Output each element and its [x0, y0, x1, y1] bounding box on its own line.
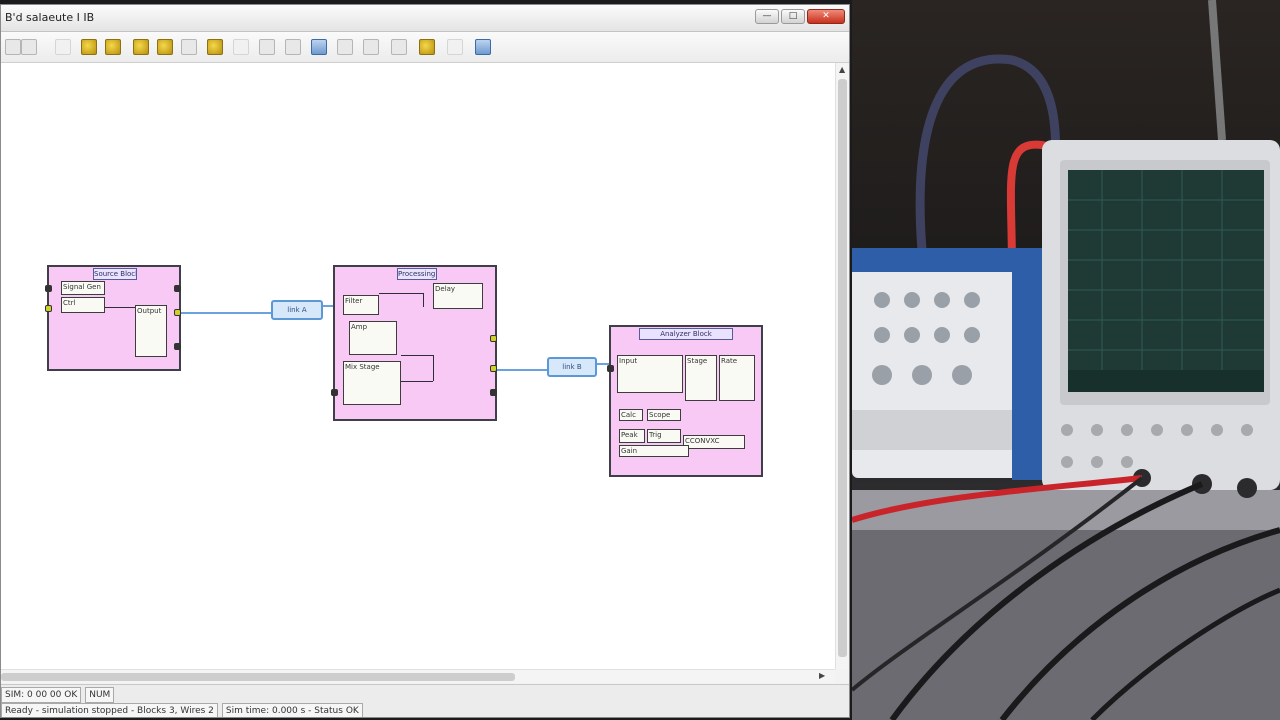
title-bar[interactable]: B'd salaeute I IB — □ ✕: [1, 5, 849, 32]
toolbar: [1, 32, 849, 63]
block-item[interactable]: Signal Gen: [61, 281, 105, 295]
output-port[interactable]: [490, 365, 497, 372]
block-1[interactable]: Source Block Signal Gen Ctrl Output: [45, 265, 181, 371]
horizontal-scrollbar[interactable]: ▶: [1, 669, 835, 683]
input-port[interactable]: [45, 305, 52, 312]
fit-icon[interactable]: [311, 39, 327, 55]
app-window: B'd salaeute I IB — □ ✕ Source Block Sig…: [0, 4, 850, 718]
undo-icon[interactable]: [5, 39, 21, 55]
status-info: Sim time: 0.000 s - Status OK: [221, 703, 363, 717]
output-port[interactable]: [490, 389, 497, 396]
grid-icon[interactable]: [337, 39, 353, 55]
status-row-2: Ready - simulation stopped - Blocks 3, W…: [1, 703, 367, 717]
disabled-icon[interactable]: [447, 39, 463, 55]
status-mode: NUM: [85, 687, 115, 703]
wire-1[interactable]: [181, 312, 273, 314]
vertical-scrollbar[interactable]: ▲: [835, 63, 849, 669]
input-port[interactable]: [607, 365, 614, 372]
help-icon[interactable]: [363, 39, 379, 55]
block-title: Analyzer Block: [639, 328, 733, 340]
window-icon[interactable]: [475, 39, 491, 55]
input-port[interactable]: [331, 389, 338, 396]
block-item[interactable]: Trig: [647, 429, 681, 443]
output-port[interactable]: [174, 285, 181, 292]
internal-wire: [401, 381, 433, 382]
internal-wire: [423, 293, 424, 307]
redo-icon[interactable]: [21, 39, 37, 55]
new-icon[interactable]: [55, 39, 71, 55]
lab-equipment-photo: [852, 0, 1280, 720]
block-item[interactable]: Scope: [647, 409, 681, 421]
block-title: Source Block: [93, 268, 137, 280]
block-item[interactable]: Peak: [619, 429, 645, 443]
settings-icon[interactable]: [391, 39, 407, 55]
block-item[interactable]: Stage: [685, 355, 717, 401]
block-item[interactable]: CCONVXC: [683, 435, 745, 449]
vertical-scroll-thumb[interactable]: [838, 79, 847, 657]
block-item[interactable]: Amp: [349, 321, 397, 355]
internal-wire: [105, 307, 135, 308]
wire-1b[interactable]: [323, 305, 335, 307]
scroll-right-icon[interactable]: ▶: [819, 671, 826, 680]
copy-icon[interactable]: [157, 39, 173, 55]
input-port[interactable]: [45, 285, 52, 292]
maximize-button[interactable]: □: [781, 9, 805, 24]
run-icon[interactable]: [207, 39, 223, 55]
save-icon[interactable]: [105, 39, 121, 55]
block-item[interactable]: Mix Stage: [343, 361, 401, 405]
output-port[interactable]: [174, 309, 181, 316]
wire-2b[interactable]: [597, 363, 611, 365]
block-item[interactable]: Calc: [619, 409, 643, 421]
internal-wire: [379, 293, 423, 294]
gate-1[interactable]: link A: [271, 300, 323, 320]
zoom-out-icon[interactable]: [285, 39, 301, 55]
close-button[interactable]: ✕: [807, 9, 845, 24]
block-item[interactable]: Delay: [433, 283, 483, 309]
block-item[interactable]: Rate: [719, 355, 755, 401]
block-item[interactable]: Ctrl: [61, 297, 105, 313]
minimize-button[interactable]: —: [755, 9, 779, 24]
gate-2[interactable]: link B: [547, 357, 597, 377]
block-2[interactable]: Processing Block Filter Amp Mix Stage De…: [331, 265, 497, 421]
diagram-canvas[interactable]: Source Block Signal Gen Ctrl Output link…: [1, 63, 835, 669]
block-3[interactable]: Analyzer Block Input Stage Rate Calc Sco…: [607, 325, 763, 477]
oscilloscope-illustration: [852, 0, 1280, 720]
internal-wire: [433, 355, 434, 381]
scroll-up-icon[interactable]: ▲: [839, 65, 846, 74]
block-item[interactable]: Input: [617, 355, 683, 393]
cut-icon[interactable]: [133, 39, 149, 55]
stop-icon[interactable]: [233, 39, 249, 55]
wire-2[interactable]: [497, 369, 549, 371]
block-item[interactable]: Filter: [343, 295, 379, 315]
status-sim: SIM: 0 00 00 OK: [1, 687, 82, 703]
window-title: B'd salaeute I IB: [5, 11, 95, 24]
block-item[interactable]: Gain: [619, 445, 689, 457]
paste-icon[interactable]: [181, 39, 197, 55]
light-bulb-icon[interactable]: [419, 39, 435, 55]
zoom-in-icon[interactable]: [259, 39, 275, 55]
internal-wire: [401, 355, 433, 356]
output-port[interactable]: [174, 343, 181, 350]
status-message: Ready - simulation stopped - Blocks 3, W…: [1, 703, 218, 717]
horizontal-scroll-thumb[interactable]: [1, 673, 515, 681]
block-title: Processing Block: [397, 268, 437, 280]
output-port[interactable]: [490, 335, 497, 342]
open-icon[interactable]: [81, 39, 97, 55]
block-item[interactable]: Output: [135, 305, 167, 357]
